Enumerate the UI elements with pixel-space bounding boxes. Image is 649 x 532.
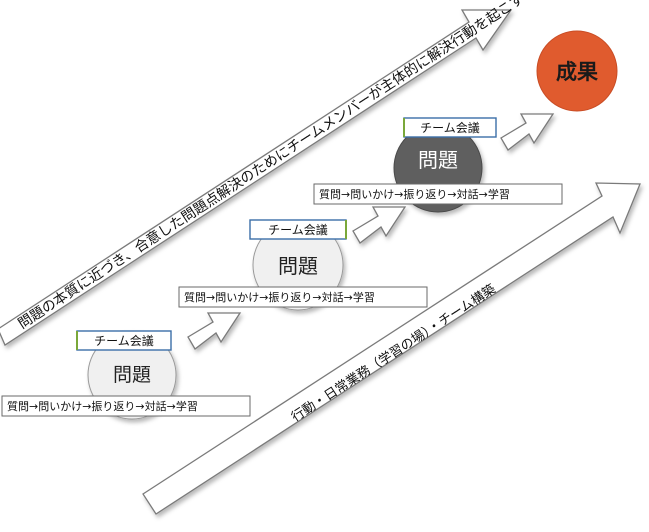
tag-label-1: チーム会議	[94, 334, 154, 348]
result-circle	[536, 30, 618, 112]
problem-label-3: 問題	[418, 148, 458, 172]
step-arrow-3	[500, 113, 555, 151]
bottom-diagonal-arrow	[142, 182, 641, 515]
stage-3: 問題 チーム会議 質問→問いかけ→振り返り→対話→学習	[313, 117, 563, 213]
flow-box-1	[1, 395, 251, 417]
result-node: 成果	[536, 30, 618, 112]
stage-2: 問題 チーム会議 質問→問いかけ→振り返り→対話→学習	[178, 219, 428, 311]
stage-1: 問題 チーム会議 質問→問いかけ→振り返り→対話→学習	[1, 330, 251, 420]
top-diagonal-arrow	[0, 9, 513, 346]
flow-text-2: 質問→問いかけ→振り返り→対話→学習	[184, 290, 375, 304]
step-arrow-2	[352, 206, 407, 244]
flow-text-3: 質問→問いかけ→振り返り→対話→学習	[319, 187, 510, 201]
step-arrow-1	[187, 312, 242, 350]
problem-label-2: 問題	[278, 254, 318, 278]
flow-box-2	[178, 286, 428, 308]
flow-box-3	[313, 183, 563, 205]
tag-label-2: チーム会議	[268, 223, 328, 237]
flow-text-1: 質問→問いかけ→振り返り→対話→学習	[7, 399, 198, 413]
problem-label-1: 問題	[113, 364, 151, 386]
result-label: 成果	[556, 60, 598, 84]
tag-label-3: チーム会議	[420, 121, 480, 135]
